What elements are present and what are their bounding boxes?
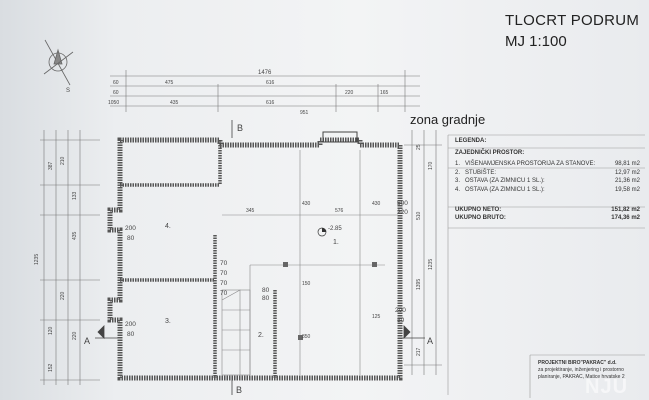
legend-row-label: OSTAVA (ZA ZIMNICU 1 SL.):	[465, 178, 545, 184]
dim-left-c: 435	[72, 231, 78, 240]
stamp-line-1: za projektiranje, inženjering i prostorn…	[538, 367, 624, 373]
dim-left-d: 220	[60, 291, 66, 300]
legend-row: 4. OSTAVA (ZA ZIMNICU 1 SL.): 19,58 m2	[455, 187, 640, 193]
legend-row-label: VIŠENAMJENSKA PROSTORIJA ZA STANOVE:	[465, 161, 596, 167]
opening-e-top: 80	[262, 287, 270, 294]
dim-top-d: 220	[345, 90, 354, 96]
opening-c-bottom: 70	[220, 270, 228, 277]
dim-top-b: 475	[165, 80, 174, 86]
gross-label: UKUPNO BRUTO:	[455, 214, 506, 221]
dim-inner-g: 125	[372, 314, 381, 320]
legend-row-num: 1.	[455, 161, 461, 167]
legend-row-num: 4.	[455, 186, 461, 193]
dim-top-e: 165	[380, 90, 389, 96]
opening-d-top: 70	[220, 280, 228, 287]
legend-gross-total: UKUPNO BRUTO: 174,36 m2	[455, 215, 640, 221]
dim-inner-b: 576	[335, 208, 344, 214]
net-value: 151,82 m2	[611, 206, 640, 213]
opening-e-bottom: 80	[262, 295, 270, 302]
opening-g-bottom: 220	[397, 209, 408, 216]
dim-inner-a: 345	[246, 208, 255, 214]
legend-net-total: UKUPNO NETO: 151,82 m2	[455, 207, 640, 213]
opening-f-top: 200	[395, 307, 406, 314]
dim-left-g: 133	[72, 191, 78, 200]
exterior-walls	[107, 137, 403, 381]
opening-a-top: 200	[125, 225, 136, 232]
watermark-logo: NJU	[585, 376, 629, 398]
stamp-line-2: planiranje, PAKRAC, Matice hrvatske 2	[538, 374, 625, 380]
room-label-4: 4.	[165, 223, 171, 230]
dim-top-c: 616	[266, 80, 275, 86]
opening-d-bottom: 70	[220, 290, 228, 297]
dim-left-total: 1235	[34, 254, 40, 265]
dim-right-c: 170	[428, 161, 434, 170]
dim-left-f: 152	[48, 363, 54, 372]
legend-row-num: 3.	[455, 178, 461, 184]
legend-row-value: 19,58 m2	[614, 186, 640, 193]
dim-top-h: 616	[266, 100, 275, 106]
zone-label: zona gradnje	[410, 112, 486, 127]
gross-value: 174,36 m2	[611, 214, 640, 221]
legend-row-label: STUBIŠTE:	[465, 169, 497, 176]
level-value: -2.85	[328, 226, 342, 232]
dim-right-d: 1395	[416, 279, 422, 290]
north-label: S	[66, 88, 70, 94]
section-a-right: A	[427, 336, 433, 346]
legend-row-label: OSTAVA (ZA ZIMNICU 1 SL.):	[465, 186, 545, 193]
stamp-firm: PROJEKTNI BIRO"PAKRAC" d.d.	[538, 360, 617, 366]
legend-table: LEGENDA: ZAJEDNIČKI PROSTOR: 1. VIŠENAMJ…	[455, 138, 640, 221]
level-marker-icon	[317, 227, 327, 237]
plan-title: TLOCRT PODRUM	[505, 12, 640, 29]
legend-subheading: ZAJEDNIČKI PROSTOR:	[455, 150, 525, 156]
dim-top-j: 1050	[108, 100, 119, 106]
room-label-1: 1.	[333, 239, 339, 246]
legend-row: 1. VIŠENAMJENSKA PROSTORIJA ZA STANOVE: …	[455, 161, 640, 167]
dim-left-e: 120	[48, 326, 54, 335]
dim-top-total: 1476	[258, 70, 272, 76]
legend-heading: LEGENDA:	[455, 138, 487, 144]
legend-row: 3. OSTAVA (ZA ZIMNICU 1 SL.): 21,36 m2	[455, 178, 640, 184]
dim-top-f: 60	[113, 90, 119, 96]
interior-walls	[120, 145, 277, 378]
section-a-left: A	[84, 336, 90, 346]
opening-b-top: 200	[125, 321, 136, 328]
legend-row-value: 98,81 m2	[614, 161, 640, 167]
dim-left-h: 220	[72, 331, 78, 340]
dim-right-a: 25	[416, 144, 422, 150]
section-b-top: B	[237, 123, 243, 133]
dim-inner-c: 430	[302, 201, 311, 207]
dim-right-f: 217	[416, 347, 422, 356]
dim-inner-f: 350	[302, 334, 311, 340]
opening-g-top: 500	[397, 200, 408, 207]
dim-inner-d: 430	[372, 201, 381, 207]
dim-right-b: 510	[416, 211, 422, 220]
opening-b-bottom: 80	[127, 331, 135, 338]
dim-top-g: 435	[170, 100, 179, 106]
room-label-3: 3.	[165, 318, 171, 325]
net-label: UKUPNO NETO:	[455, 206, 502, 213]
dim-inner-e: 150	[302, 281, 311, 287]
opening-f-bottom: 80	[397, 317, 405, 324]
dim-top-i: 951	[300, 110, 309, 116]
opening-a-bottom: 80	[127, 235, 135, 242]
room-label-2: 2.	[258, 332, 264, 339]
north-arrow-icon	[43, 39, 74, 86]
dim-left-b: 210	[60, 156, 66, 165]
legend-row: 2. STUBIŠTE: 12,97 m2	[455, 170, 640, 176]
legend-row-value: 12,97 m2	[614, 169, 640, 176]
title-block-stamp: PROJEKTNI BIRO"PAKRAC" d.d. za projektir…	[538, 360, 625, 381]
legend-row-num: 2.	[455, 169, 461, 176]
dim-right-e: 1235	[428, 259, 434, 270]
plan-scale: MJ 1:100	[505, 33, 567, 50]
opening-c-top: 70	[220, 260, 228, 267]
dim-top-a: 60	[113, 80, 119, 86]
section-b-bottom: B	[236, 385, 242, 395]
legend-row-value: 21,36 m2	[614, 178, 640, 184]
dim-left-a: 387	[48, 161, 54, 170]
